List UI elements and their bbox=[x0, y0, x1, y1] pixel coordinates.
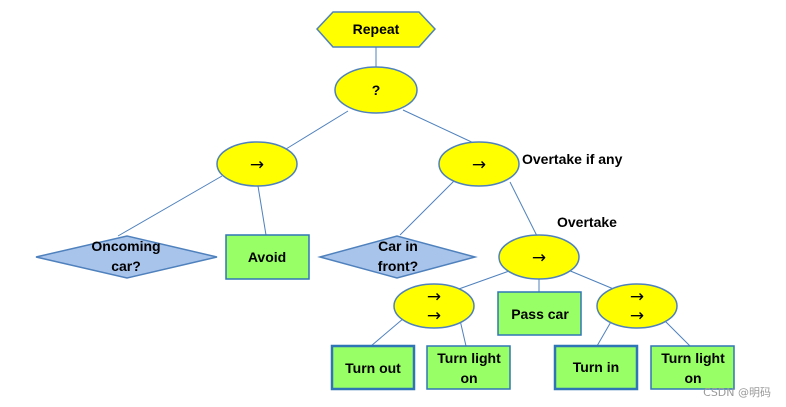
turn-light-on-node-2: Turn light on bbox=[650, 345, 735, 390]
seq-overtake-ellipse bbox=[498, 234, 580, 280]
seq-turn-out-ellipse bbox=[393, 283, 475, 329]
edge-selector-seq-overtake-if-any bbox=[402, 109, 479, 146]
selector-node: ? bbox=[334, 66, 418, 114]
turn-out-label: Turn out bbox=[345, 360, 401, 376]
avoid-box bbox=[225, 234, 310, 280]
edge-seq-turn-in-turn-in bbox=[596, 319, 613, 347]
edge-seq-overtake-if-any-car-in-front bbox=[399, 179, 456, 236]
repeat-hexagon bbox=[315, 11, 437, 48]
edge-seq-left-avoid bbox=[257, 185, 267, 236]
turn-out-node: Turn out bbox=[330, 344, 416, 391]
pass-car-box bbox=[497, 291, 582, 336]
turn-light-on-box-2 bbox=[650, 345, 735, 390]
edges bbox=[117, 47, 691, 347]
car-in-front-node: Car in front? bbox=[317, 235, 478, 279]
seq-overtake-if-any-node: → Overtake if any bbox=[438, 141, 623, 187]
car-in-front-label-line1: Car in bbox=[378, 238, 418, 254]
oncoming-car-label-line2: car? bbox=[111, 258, 141, 274]
edge-seq-turn-out-turn-light-on bbox=[459, 319, 467, 347]
seq-left-node: → bbox=[216, 141, 298, 187]
oncoming-car-label-line1: Oncoming bbox=[91, 238, 160, 254]
edge-selector-seq-left bbox=[285, 110, 349, 150]
edge-seq-overtake-seq-turn-out bbox=[455, 269, 513, 291]
turn-light-on-1-label-line2: on bbox=[460, 370, 477, 386]
avoid-node: Avoid bbox=[225, 234, 310, 280]
repeat-node: Repeat bbox=[315, 11, 437, 48]
turn-in-node: Turn in bbox=[553, 344, 639, 391]
edge-seq-turn-in-turn-light-on bbox=[663, 319, 691, 347]
seq-turn-out-arrow-icon-2: → bbox=[427, 306, 441, 326]
seq-overtake-if-any-arrow-icon: → bbox=[472, 155, 486, 175]
seq-overtake-node: → Overtake bbox=[498, 214, 617, 280]
turn-light-on-box-1 bbox=[426, 345, 511, 390]
oncoming-car-node: Oncoming car? bbox=[35, 235, 218, 279]
seq-overtake-arrow-icon: → bbox=[532, 248, 546, 268]
turn-light-on-2-label-line2: on bbox=[684, 370, 701, 386]
oncoming-car-diamond bbox=[35, 235, 218, 279]
pass-car-label: Pass car bbox=[511, 306, 569, 322]
seq-turn-out-node: → → bbox=[393, 283, 475, 329]
seq-left-ellipse bbox=[216, 141, 298, 187]
selector-label: ? bbox=[372, 82, 381, 98]
seq-turn-in-node: → → bbox=[596, 283, 678, 329]
seq-left-arrow-icon: → bbox=[250, 155, 264, 175]
edge-seq-left-oncoming bbox=[117, 175, 223, 237]
turn-out-box bbox=[330, 344, 416, 391]
turn-light-on-1-label-line1: Turn light bbox=[437, 350, 501, 366]
avoid-label: Avoid bbox=[248, 249, 286, 265]
car-in-front-diamond bbox=[317, 235, 478, 279]
seq-turn-in-arrow-icon-2: → bbox=[630, 306, 644, 326]
repeat-label: Repeat bbox=[353, 21, 400, 37]
overtake-if-any-label: Overtake if any bbox=[522, 151, 623, 167]
edge-seq-turn-out-turn-out bbox=[370, 317, 405, 347]
car-in-front-label-line2: front? bbox=[378, 258, 418, 274]
edge-seq-overtake-if-any-seq-overtake bbox=[509, 181, 538, 237]
seq-overtake-if-any-ellipse bbox=[438, 141, 520, 187]
turn-light-on-node-1: Turn light on bbox=[426, 345, 511, 390]
watermark: CSDN @明码 bbox=[703, 386, 771, 399]
turn-light-on-2-label-line1: Turn light bbox=[661, 350, 725, 366]
seq-turn-in-ellipse bbox=[596, 283, 678, 329]
seq-turn-out-arrow-icon-1: → bbox=[427, 287, 441, 307]
turn-in-label: Turn in bbox=[573, 359, 619, 375]
turn-in-box bbox=[553, 344, 639, 391]
pass-car-node: Pass car bbox=[497, 291, 582, 336]
seq-turn-in-arrow-icon-1: → bbox=[630, 287, 644, 307]
edge-seq-overtake-seq-turn-in bbox=[567, 269, 617, 291]
overtake-label: Overtake bbox=[557, 214, 617, 230]
selector-ellipse bbox=[334, 66, 418, 114]
